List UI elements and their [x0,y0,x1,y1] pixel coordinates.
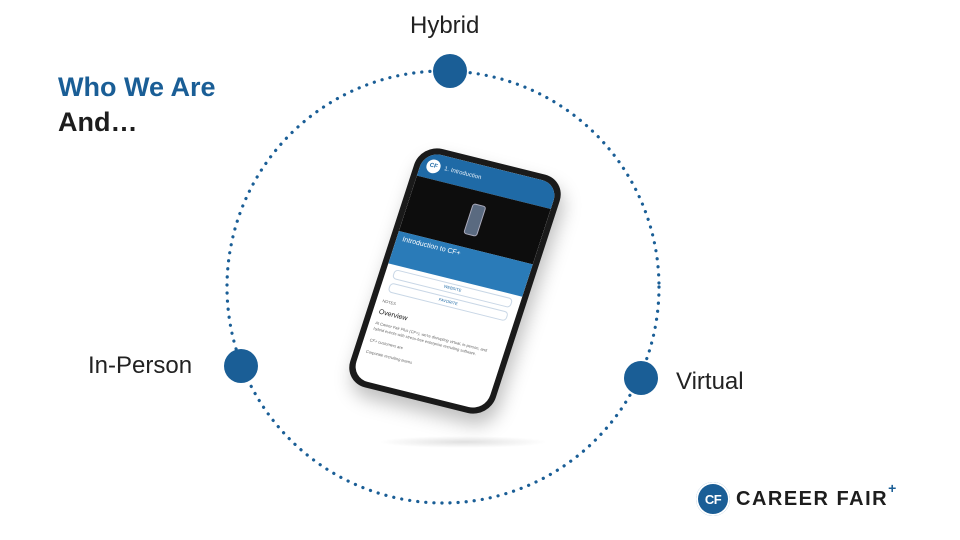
video-thumbnail [463,203,487,237]
headline-line-1: Who We Are [58,72,216,102]
phone-mockup: CF 1. Introduction Introduction to CF+ W… [343,143,567,419]
node-in-person [224,349,258,383]
logo-badge: CF [696,482,730,516]
logo-wordmark-text: CAREER FAIR [736,487,889,510]
label-hybrid: Hybrid [410,12,480,39]
screen-header-title: 1. Introduction [443,166,483,182]
phone-screen: CF 1. Introduction Introduction to CF+ W… [351,150,559,412]
label-virtual: Virtual [676,368,744,395]
logo-wordmark: CAREER FAIR+ [736,480,898,511]
node-hybrid [433,54,467,88]
career-fair-logo: CF CAREER FAIR+ [696,480,898,516]
node-virtual [624,361,658,395]
headline: Who We Are And… [58,70,216,140]
logo-initials: CF [704,491,722,507]
logo-plus: + [888,479,898,496]
screen-logo: CF [424,158,443,175]
ring-path [225,69,661,505]
phone-shadow [378,436,548,448]
phone-body: CF 1. Introduction Introduction to CF+ W… [343,143,567,419]
headline-line-2: And… [58,107,138,138]
label-in-person: In-Person [88,352,193,379]
